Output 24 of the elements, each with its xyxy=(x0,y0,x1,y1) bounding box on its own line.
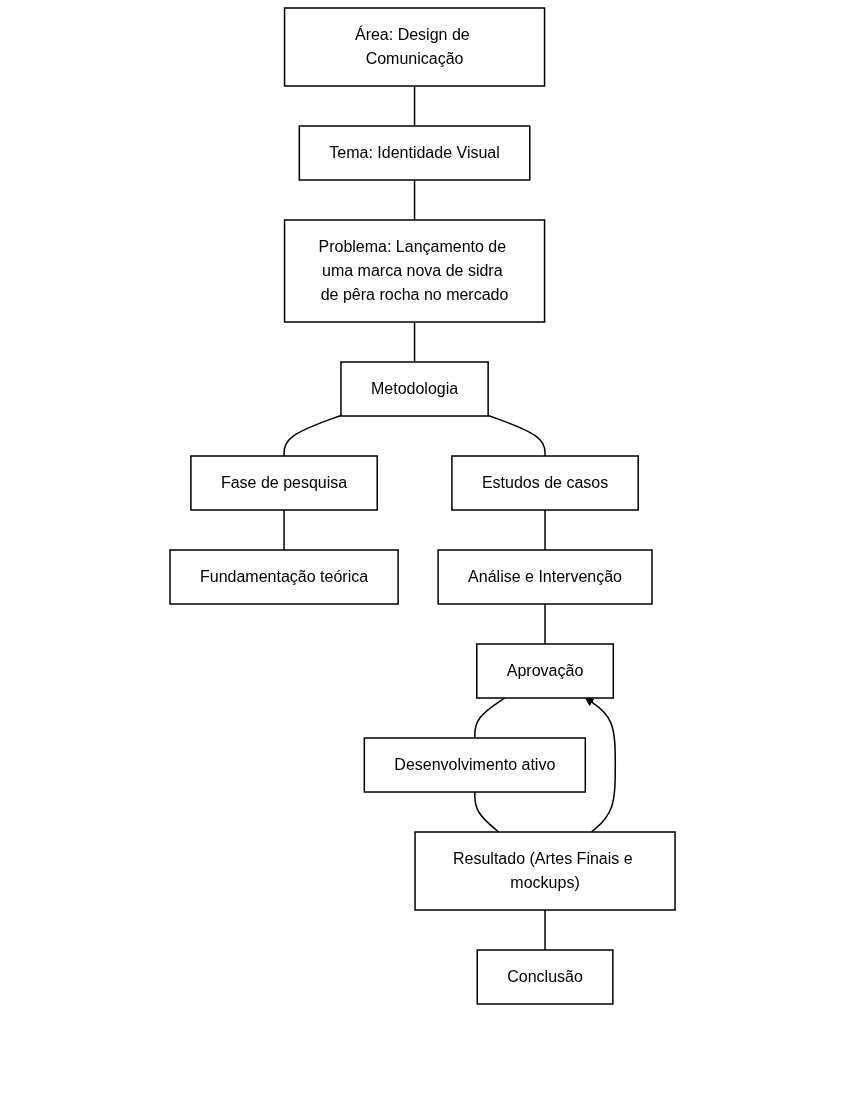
connector xyxy=(283,509,285,551)
node-box: Análise e Intervenção xyxy=(437,549,653,605)
connector xyxy=(474,697,506,739)
connector xyxy=(413,321,416,363)
node-box: Estudos de casos xyxy=(451,455,639,511)
connector xyxy=(413,179,416,221)
connector xyxy=(487,414,546,457)
connector xyxy=(544,509,546,551)
node-box: Desenvolvimento ativo xyxy=(363,737,586,793)
node-box: Fase de pesquisa xyxy=(190,455,378,511)
node-box: Área: Design de Comunicação xyxy=(283,7,546,87)
connector xyxy=(413,85,416,127)
node-box: Metodologia xyxy=(340,361,489,417)
connector xyxy=(474,791,500,833)
connector xyxy=(283,414,342,457)
connector xyxy=(544,603,546,645)
arrow xyxy=(584,697,616,833)
node-box: Problema: Lançamento de uma marca nova de sidra de pêra rocha no mercado xyxy=(283,219,546,323)
node-box: Aprovação xyxy=(476,643,614,699)
node-box: Tema: Identidade Visual xyxy=(298,125,531,181)
connector xyxy=(544,909,546,951)
node-box: Conclusão xyxy=(476,949,614,1005)
node-box: Fundamentação teórica xyxy=(169,549,399,605)
node-box: Resultado (Artes Finais e mockups) xyxy=(414,831,676,911)
